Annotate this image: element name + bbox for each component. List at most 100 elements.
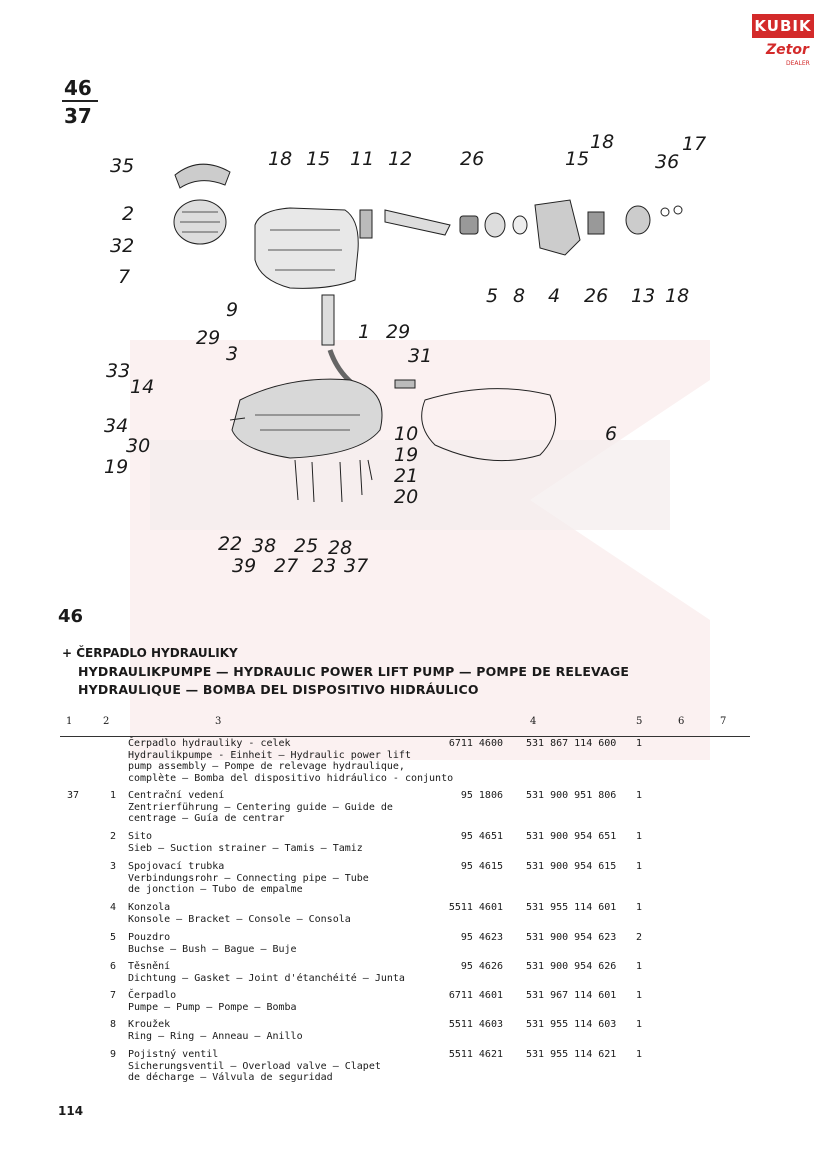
row-code: 531 900 951 806 — [526, 790, 617, 801]
callout: 26 — [584, 285, 608, 307]
row-qty: 1 — [636, 961, 643, 972]
page-ref-bottom: 37 — [64, 104, 92, 128]
callout: 36 — [655, 151, 679, 173]
col-header-4: 4 — [530, 716, 537, 727]
row-desc-line: Sieb — Suction strainer — Tamis — Tamiz — [128, 842, 363, 854]
callout: 22 — [218, 533, 242, 555]
row-part-number: 6711 4600 — [448, 738, 503, 749]
row-desc-line: Pumpe — Pump — Pompe — Bomba — [128, 1001, 297, 1013]
callout: 19 — [104, 456, 128, 478]
row-desc-line: Ring — Ring — Anneau — Anillo — [128, 1030, 303, 1042]
callout-labels: 35 18 15 11 12 26 15 18 17 36 2 32 7 5 8… — [104, 131, 706, 577]
row-desc-line: Zentrierführung — Centering guide — Guid… — [128, 801, 393, 813]
callout: 10 — [394, 423, 418, 445]
callout: 18 — [590, 131, 614, 153]
callout: 15 — [306, 148, 330, 170]
row-desc-line: Sito — [128, 831, 153, 842]
callout: 29 — [196, 327, 220, 349]
callout: 18 — [268, 148, 292, 170]
row-code: 531 955 114 621 — [526, 1049, 617, 1060]
row-desc-line: de jonction — Tubo de empalme — [128, 884, 303, 895]
callout: 1 — [358, 321, 370, 343]
callout: 4 — [548, 285, 560, 307]
col-header-5: 5 — [636, 716, 643, 727]
row-qty: 1 — [636, 1049, 643, 1060]
page-number: 114 — [58, 1104, 84, 1118]
row-qty: 2 — [636, 932, 643, 943]
callout: 5 — [486, 285, 498, 307]
col-header-2: 2 — [103, 716, 110, 727]
row-part-number: 95 4623 — [460, 932, 503, 943]
section-title-cz: + ČERPADLO HYDRAULIKY — [62, 646, 238, 660]
row-qty: 1 — [636, 831, 643, 842]
callout: 7 — [118, 266, 130, 288]
callout: 25 — [294, 535, 318, 557]
row-desc-line: Hydraulikpumpe - Einheit — Hydraulic pow… — [128, 749, 411, 761]
callout: 32 — [110, 235, 134, 257]
row-code: 531 900 954 651 — [526, 831, 617, 842]
exploded-diagram: 35 18 15 11 12 26 15 18 17 36 2 32 7 5 8… — [104, 131, 706, 577]
row-desc-line: Centrační vedení — [128, 790, 225, 801]
row-desc-line: centrage — Guía de centrar — [128, 813, 285, 824]
row-desc-line: Pojistný ventil — [128, 1049, 219, 1060]
col-header-6: 6 — [678, 716, 685, 727]
col-header-3: 3 — [215, 716, 222, 727]
row-code: 531 900 954 615 — [526, 861, 617, 872]
row-part-number: 95 4626 — [460, 961, 503, 972]
callout: 28 — [328, 537, 352, 559]
callout: 34 — [104, 415, 128, 437]
section-title-line-1: HYDRAULIKPUMPE — HYDRAULIC POWER LIFT PU… — [78, 664, 630, 679]
row-desc-line: pump assembly — Pompe de relevage hydrau… — [128, 761, 405, 772]
row-desc-line: Těsnění — [128, 961, 171, 972]
callout: 17 — [682, 133, 706, 155]
row-part-number: 95 4615 — [460, 861, 503, 872]
row-pos: 4 — [110, 902, 117, 913]
diagram-parts — [173, 163, 683, 503]
row-qty: 1 — [636, 738, 643, 749]
row-desc-line: Konzola — [128, 902, 171, 913]
callout: 39 — [232, 555, 256, 577]
row-code: 531 867 114 600 — [526, 738, 617, 749]
brand-logo: KUBIK Zetor DEALER — [752, 14, 822, 74]
callout: 14 — [130, 376, 154, 398]
row-code: 531 967 114 601 — [526, 990, 617, 1001]
row-part-number: 5511 4603 — [448, 1019, 503, 1030]
callout: 6 — [605, 423, 617, 445]
row-qty: 1 — [636, 902, 643, 913]
callout: 21 — [394, 465, 418, 487]
callout: 11 — [350, 148, 374, 170]
row-pos: 9 — [110, 1049, 117, 1060]
row-ref: 37 — [67, 790, 80, 801]
brand-sub: Zetor — [766, 42, 809, 58]
row-desc-line: Spojovací trubka — [128, 861, 225, 872]
callout: 27 — [274, 555, 298, 577]
callout: 33 — [106, 360, 130, 382]
row-desc-line: Verbindungsrohr — Connecting pipe — Tube — [128, 872, 369, 884]
row-part-number: 5511 4601 — [448, 902, 503, 913]
row-desc-line: complète — Bomba del dispositivo hidrául… — [128, 772, 454, 784]
col-header-1: 1 — [66, 716, 73, 727]
callout: 29 — [386, 321, 410, 343]
section-title-line-2: HYDRAULIQUE — BOMBA DEL DISPOSITIVO HIDR… — [78, 682, 479, 697]
callout: 30 — [126, 435, 150, 457]
header-rule — [60, 736, 750, 737]
callout: 26 — [460, 148, 484, 170]
callout: 2 — [122, 203, 134, 225]
row-qty: 1 — [636, 1019, 643, 1030]
callout: 8 — [513, 285, 525, 307]
row-desc-line: de décharge — Válvula de seguridad — [128, 1072, 333, 1083]
callout: 19 — [394, 444, 418, 466]
callout: 12 — [388, 148, 412, 170]
row-pos: 1 — [110, 790, 117, 801]
callout: 37 — [344, 555, 368, 577]
row-pos: 5 — [110, 932, 117, 943]
page-ref-top: 46 — [64, 76, 92, 100]
brand-dealer: DEALER — [786, 60, 810, 67]
callout: 9 — [226, 299, 238, 321]
row-code: 531 900 954 626 — [526, 961, 617, 972]
row-code: 531 955 114 601 — [526, 902, 617, 913]
callout: 35 — [110, 155, 134, 177]
row-desc-line: Dichtung — Gasket — Joint d'étanchéité —… — [128, 972, 405, 984]
callout: 15 — [565, 148, 589, 170]
callout: 13 — [631, 285, 655, 307]
